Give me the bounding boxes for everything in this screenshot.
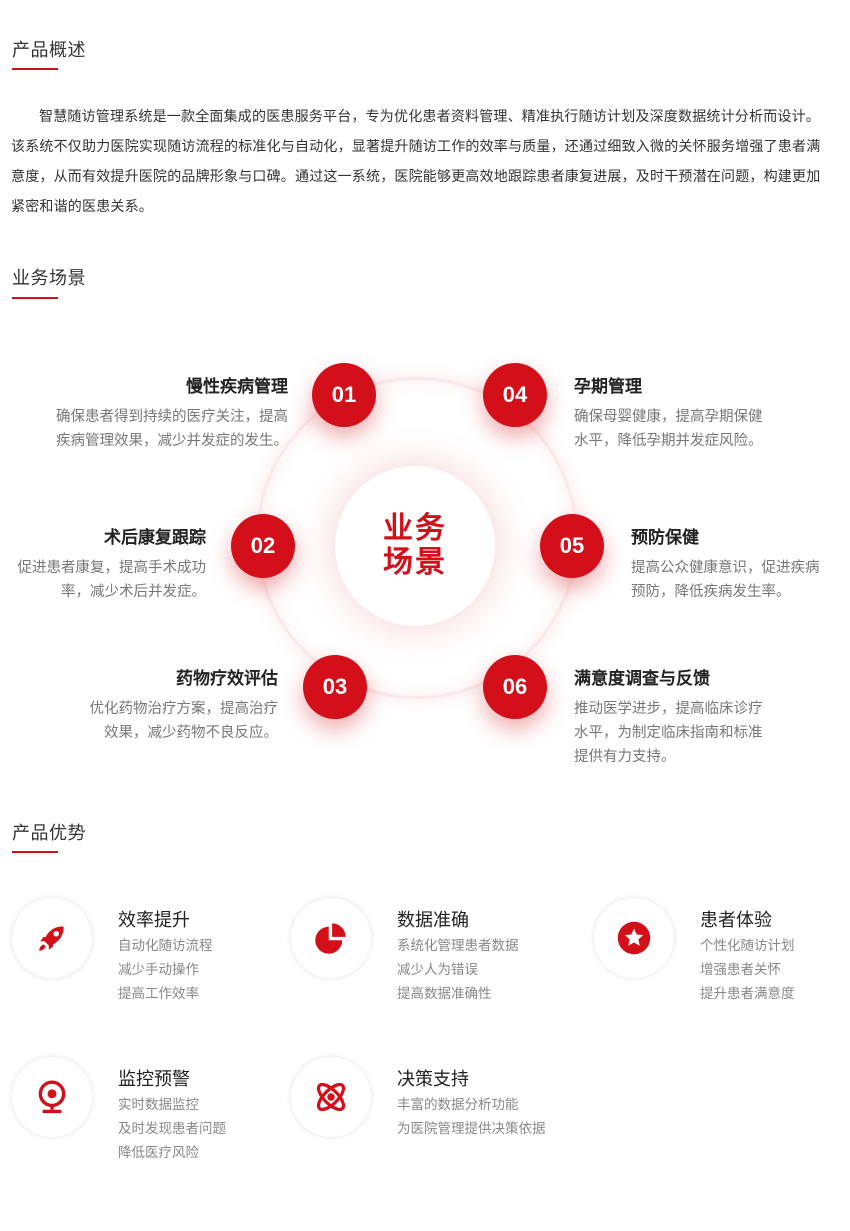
scenario-node-05: 05 <box>540 514 604 578</box>
advantage-title-monitoring: 监控预警 <box>118 1069 190 1090</box>
scenario-title-04: 孕期管理 <box>574 377 642 397</box>
scenario-desc-04: 确保母婴健康，提高孕期保健 水平，降低孕期并发症风险。 <box>574 409 763 449</box>
scenario-desc-02: 促进患者康复，提高手术成功 率，减少术后并发症。 <box>17 560 207 600</box>
advantage-lines-efficiency: 自动化随访流程 减少手动操作 提高工作效率 <box>118 938 213 1002</box>
advantage-icon-circle-data <box>291 898 371 978</box>
webcam-icon <box>38 1080 66 1114</box>
star-badge-icon <box>617 921 651 955</box>
scenario-node-03: 03 <box>303 655 367 719</box>
advantage-title-experience: 患者体验 <box>700 910 772 931</box>
advantage-lines-data: 系统化管理患者数据 减少人为错误 提高数据准确性 <box>397 938 519 1002</box>
scenario-node-01: 01 <box>312 363 376 427</box>
advantages-title-underline <box>12 851 58 853</box>
advantage-icon-circle-decision <box>291 1057 371 1137</box>
scenario-node-02: 02 <box>231 514 295 578</box>
advantage-icon-circle-experience <box>594 898 674 978</box>
advantage-title-efficiency: 效率提升 <box>118 910 190 931</box>
overview-text: 智慧随访管理系统是一款全面集成的医患服务平台，专为优化患者资料管理、精准执行随访… <box>11 109 821 215</box>
scenario-desc-01: 确保患者得到持续的医疗关注，提高 疾病管理效果，减少并发症的发生。 <box>56 409 288 449</box>
scenario-center-line1: 业务 <box>383 511 447 546</box>
scenario-title-03: 药物疗效评估 <box>176 669 278 689</box>
scenario-title-01: 慢性疾病管理 <box>186 377 288 397</box>
scenario-desc-06: 推动医学进步，提高临床诊疗 水平，为制定临床指南和标准 提供有力支持。 <box>574 701 763 765</box>
scenario-title-05: 预防保健 <box>631 528 699 548</box>
advantage-lines-experience: 个性化随访计划 增强患者关怀 提升患者满意度 <box>700 938 795 1002</box>
scenarios-title-underline <box>12 297 58 299</box>
advantage-title-decision: 决策支持 <box>397 1069 469 1090</box>
advantage-icon-circle-efficiency <box>12 898 92 978</box>
overview-title-underline <box>12 68 58 70</box>
advantage-lines-monitoring: 实时数据监控 及时发现患者问题 降低医疗风险 <box>118 1097 226 1161</box>
scenario-desc-03: 优化药物治疗方案，提高治疗 效果，减少药物不良反应。 <box>89 701 279 741</box>
overview-title: 产品概述 <box>12 40 86 61</box>
advantage-lines-decision: 丰富的数据分析功能 为医院管理提供决策依据 <box>397 1097 546 1137</box>
advantages-title: 产品优势 <box>12 823 86 844</box>
scenario-node-04: 04 <box>483 363 547 427</box>
scenario-title-06: 满意度调查与反馈 <box>574 669 710 689</box>
atom-icon <box>316 1082 346 1112</box>
scenarios-title: 业务场景 <box>12 268 86 289</box>
rocket-icon <box>39 926 64 951</box>
advantage-icon-circle-monitoring <box>12 1057 92 1137</box>
scenario-center-circle: 业务 场景 <box>335 466 495 626</box>
scenario-title-02: 术后康复跟踪 <box>104 528 206 548</box>
advantage-title-data: 数据准确 <box>397 910 469 931</box>
scenario-center-line2: 场景 <box>383 545 447 580</box>
scenario-desc-05: 提高公众健康意识，促进疾病 预防，降低疾病发生率。 <box>631 560 820 600</box>
pie-chart-icon <box>315 923 346 954</box>
scenario-node-06: 06 <box>483 655 547 719</box>
